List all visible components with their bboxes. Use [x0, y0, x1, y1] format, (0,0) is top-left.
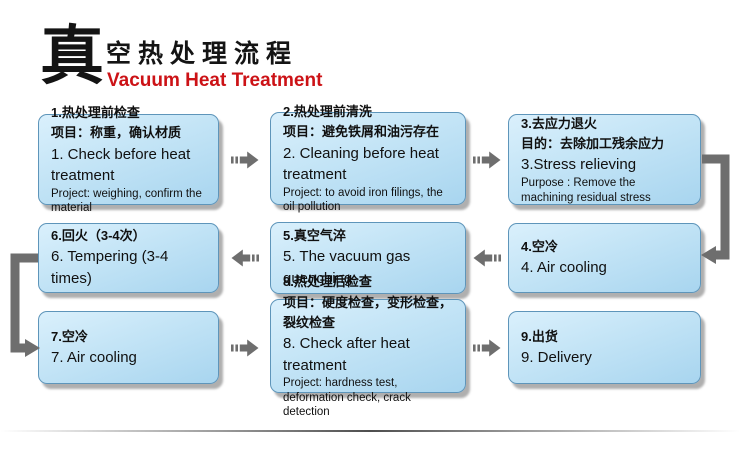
- step-en-title: 7. Air cooling: [51, 348, 137, 366]
- step-cn-detail: 项目：硬度检查，变形检查，裂纹检查: [283, 294, 453, 330]
- step-cn-title: 7.空冷: [51, 328, 88, 344]
- page-title-english: Vacuum Heat Treatment: [107, 70, 323, 91]
- step-cn-title: 2.热处理前清洗: [283, 104, 372, 120]
- arrow-right-icon: [473, 151, 501, 169]
- step-cn-title: 9.出货: [521, 328, 558, 344]
- page-title-chinese: 空热处理流程: [106, 40, 299, 68]
- flow-step-1-check-before: 1.热处理前检查 项目：称重，确认材质 1. Check before heat…: [38, 105, 219, 214]
- step-cn-title: 6.回火（3-4次）: [51, 228, 146, 244]
- step-en-title: 2. Cleaning before heat treatment: [283, 144, 439, 184]
- step-en-detail: Project: weighing, confirm the material: [51, 188, 202, 215]
- step-en-title: 4. Air cooling: [521, 259, 607, 277]
- step-en-title: 9. Delivery: [521, 348, 592, 366]
- flow-step-6-tempering: 6.回火（3-4次） 6. Tempering (3-4 times): [38, 223, 219, 293]
- bottom-divider: [0, 430, 740, 432]
- flow-step-4-air-cooling: 4.空冷 4. Air cooling: [508, 223, 701, 293]
- step-cn-title: 3.去应力退火: [521, 116, 597, 132]
- flow-step-2-cleaning: 2.热处理前清洗 项目：避免铁屑和油污存在 2. Cleaning before…: [270, 104, 466, 213]
- flow-step-9-delivery: 9.出货 9. Delivery: [508, 311, 701, 384]
- flow-step-8-check-after: 8.热处理后检查 项目：硬度检查，变形检查，裂纹检查 8. Check afte…: [270, 274, 466, 418]
- step-cn-title: 8.热处理后检查: [283, 274, 372, 290]
- step-en-title: 5. The vacuum gas quenching: [283, 248, 411, 288]
- step-cn-detail: 目的：去除加工残余应力: [521, 136, 665, 152]
- step-en-detail: Purpose : Remove the machining residual …: [521, 177, 651, 204]
- step-en-detail: Project: to avoid iron filings, the oil …: [283, 187, 443, 214]
- arrow-right-icon: [231, 151, 259, 169]
- step-en-detail: Project: hardness test, deformation chec…: [283, 377, 411, 419]
- flow-step-7-air-cooling: 7.空冷 7. Air cooling: [38, 311, 219, 384]
- arrow-left-icon: [473, 249, 501, 267]
- arrow-right-icon: [231, 339, 259, 357]
- elbow-down-left-arrow-icon: [701, 154, 730, 264]
- step-cn-title: 5.真空气淬: [283, 228, 346, 244]
- arrow-left-icon: [231, 249, 259, 267]
- step-en-title: 8. Check after heat treatment: [283, 334, 410, 374]
- step-en-title: 1. Check before heat treatment: [51, 145, 191, 185]
- step-cn-detail: 项目：避免铁屑和油污存在: [283, 124, 440, 140]
- step-cn-detail: 项目：称重，确认材质: [51, 125, 182, 141]
- flow-step-5-vacuum-gas-quenching: 5.真空气淬 5. The vacuum gas quenching: [270, 222, 466, 294]
- elbow-down-right-arrow-icon: [10, 253, 40, 357]
- step-cn-title: 4.空冷: [521, 239, 558, 255]
- step-en-title: 3.Stress relieving: [521, 156, 637, 174]
- arrow-right-icon: [473, 339, 501, 357]
- step-en-title: 6. Tempering (3-4 times): [51, 248, 169, 288]
- brand-big-character: 真: [40, 20, 104, 92]
- flow-step-3-stress-relieving: 3.去应力退火 目的：去除加工残余应力 3.Stress relieving P…: [508, 114, 701, 205]
- step-cn-title: 1.热处理前检查: [51, 105, 140, 121]
